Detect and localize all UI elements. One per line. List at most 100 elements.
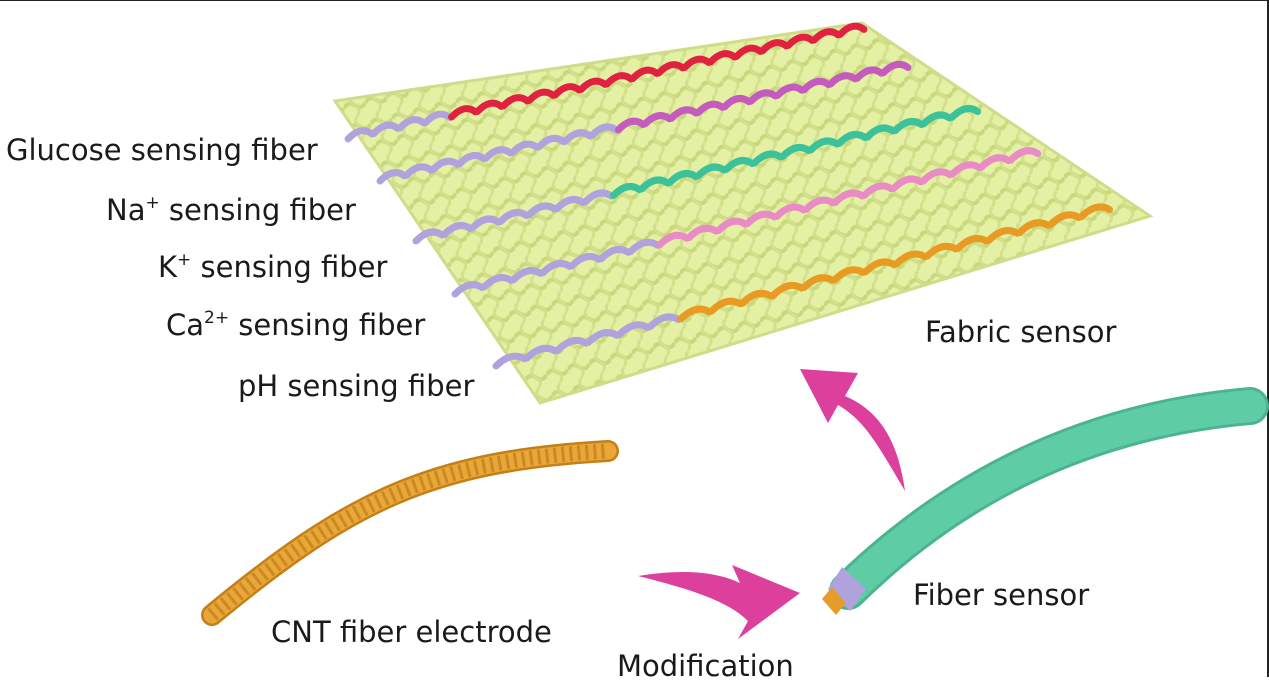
fiber-segment: [597, 245, 632, 263]
fiber-segment: [412, 228, 446, 245]
fiber-segment: [978, 154, 1012, 171]
fiber-segment: [779, 144, 812, 160]
fiber-segment: [562, 129, 594, 145]
fiber-segment: [677, 305, 713, 323]
fiber-segment: [370, 121, 402, 137]
cnt-electrode-label: CNT fiber electrode: [271, 615, 552, 649]
fiber-segment: [403, 163, 435, 179]
fiber-segment: [919, 168, 954, 185]
fiber-segment: [831, 189, 866, 206]
ph-fiber-label: pH sensing fiber: [238, 369, 475, 403]
fiber-segment: [666, 170, 700, 186]
fiber-segment: [668, 106, 700, 122]
fiber-segment: [655, 61, 687, 77]
fiber-segment: [525, 202, 559, 219]
fiber-segment: [609, 183, 643, 199]
fiber-segment: [707, 50, 738, 66]
fiber-segment: [641, 112, 673, 128]
fiber-segment: [577, 77, 609, 93]
fiber-segment: [429, 157, 461, 174]
fiber-segment: [880, 60, 912, 77]
sensing-fiber-na: [376, 60, 912, 185]
fiber-segment: [694, 163, 728, 180]
fiber-segment: [985, 227, 1021, 244]
fiber-segment: [535, 134, 567, 151]
fiber-segment: [510, 267, 544, 284]
fiber-segment: [863, 124, 897, 141]
fiber-segment: [800, 274, 836, 291]
ca-fiber-label: Ca2+ sensing fiber: [166, 308, 426, 342]
fiber-segment: [499, 94, 531, 110]
fiber-segment: [638, 176, 671, 193]
fiber-segment: [551, 83, 583, 99]
fiber-segment: [954, 234, 990, 252]
fiber-segment: [482, 146, 514, 162]
fiber-segment: [750, 150, 784, 167]
fiber-segment: [396, 116, 428, 132]
modification-label: Modification: [617, 649, 794, 683]
fiber-segment: [774, 83, 806, 99]
fiber-sensor-label: Fiber sensor: [913, 578, 1090, 612]
sensing-fiber-glucose: [344, 22, 868, 143]
fiber-segment: [422, 110, 453, 126]
fiber-segment: [451, 281, 486, 298]
fiber-segment: [525, 88, 557, 104]
fiber-segment: [1016, 219, 1052, 237]
sensing-fiber-ca: [451, 147, 1042, 298]
fiber-segment: [588, 123, 620, 139]
fiber-segment: [615, 321, 651, 339]
fiber-segment: [523, 344, 559, 362]
fiber-segment: [733, 44, 764, 60]
fiber-segment: [773, 203, 808, 220]
fiber-segment: [807, 137, 841, 154]
fiber-segment: [615, 117, 647, 134]
na-fiber-label: Na+ sensing fiber: [106, 193, 356, 227]
fiber-segment: [468, 215, 502, 232]
fiber-segment: [553, 196, 587, 212]
fiber-segment: [835, 131, 869, 147]
sensing-fiber-k: [412, 105, 982, 245]
fiber-segment: [629, 66, 661, 82]
fabric-sensor-label: Fabric sensor: [925, 315, 1117, 349]
fiber-segment: [769, 282, 805, 299]
fiber-segment: [721, 94, 753, 111]
assemble-arrow: [800, 369, 905, 491]
fiber-segment: [1077, 203, 1113, 221]
fiber-segment: [440, 222, 474, 238]
fiber-sensor: [822, 387, 1269, 615]
fiber-segment: [827, 72, 859, 88]
fiber-segment: [497, 209, 530, 225]
fiber-segment: [892, 250, 929, 268]
fiber-segment: [1007, 147, 1042, 164]
fiber-segment: [948, 105, 982, 121]
fiber-segment: [758, 39, 790, 55]
fiber-segment: [603, 72, 635, 88]
fiber-segment: [568, 252, 603, 270]
fiber-segment: [627, 238, 661, 256]
modification-arrow: [638, 565, 800, 639]
fiber-segment: [554, 337, 590, 354]
fiber-segment: [656, 231, 691, 249]
fiber-segment: [714, 217, 749, 235]
sensing-fiber-ph: [492, 203, 1113, 370]
fiber-segment: [722, 157, 756, 173]
fiber-segment: [861, 182, 895, 199]
fiber-segment: [853, 66, 885, 82]
fiber-segment: [802, 196, 837, 213]
fiber-segment: [480, 274, 515, 291]
fiber-segment: [784, 33, 816, 49]
fiber-segment: [1046, 211, 1083, 229]
fiber-segment: [376, 169, 408, 185]
fiber-segment: [509, 140, 541, 156]
fiber-segment: [810, 28, 842, 44]
fiber-segment: [948, 161, 983, 178]
fiber-segment: [836, 22, 868, 38]
fiber-segment: [694, 100, 726, 117]
k-fiber-label: K+ sensing fiber: [158, 250, 388, 284]
fiber-segment: [646, 313, 682, 331]
fiber-segment: [539, 260, 574, 277]
fiber-segment: [681, 55, 712, 71]
fiber-segment: [920, 111, 953, 128]
